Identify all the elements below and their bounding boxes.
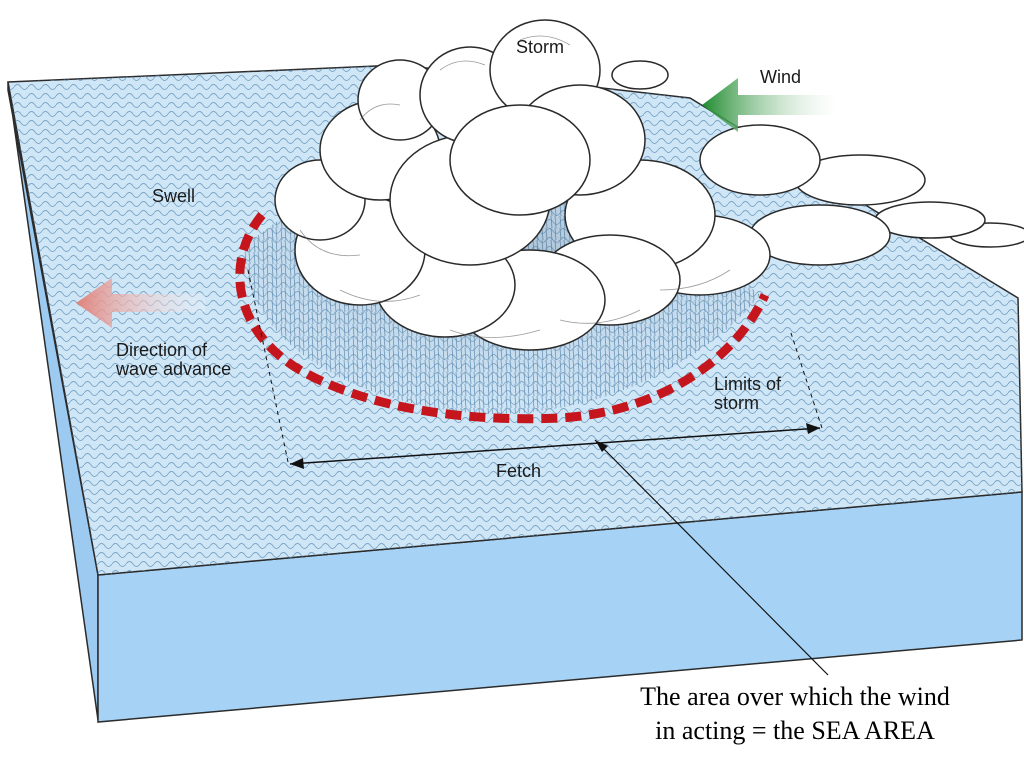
storm-limits-line-1: Limits of — [714, 374, 782, 394]
sea-area-caption: The area over which the wind in acting =… — [570, 680, 1020, 748]
swell-label: Swell — [152, 186, 196, 206]
wind-arrow — [702, 78, 838, 132]
wave-direction-label: Direction of wave advance — [116, 341, 231, 379]
storm-limit-boundary — [235, 212, 770, 424]
storm-label: Storm — [516, 37, 565, 57]
wind-label: Wind — [760, 67, 802, 87]
caption-line-2: in acting = the SEA AREA — [655, 715, 935, 745]
sea-area-pointer — [594, 439, 829, 676]
wave-direction-line-1: Direction of — [116, 340, 208, 360]
storm-cloud — [274, 19, 1024, 351]
fetch-label: Fetch — [496, 461, 542, 481]
fetch-line — [289, 427, 821, 465]
storm-limits-label: Limits of storm — [714, 375, 781, 413]
storm-limits-line-2: storm — [714, 392, 759, 413]
wave-advance-arrow — [76, 278, 205, 328]
caption-line-1: The area over which the wind — [640, 682, 950, 711]
wave-direction-line-2: wave advance — [116, 358, 232, 379]
